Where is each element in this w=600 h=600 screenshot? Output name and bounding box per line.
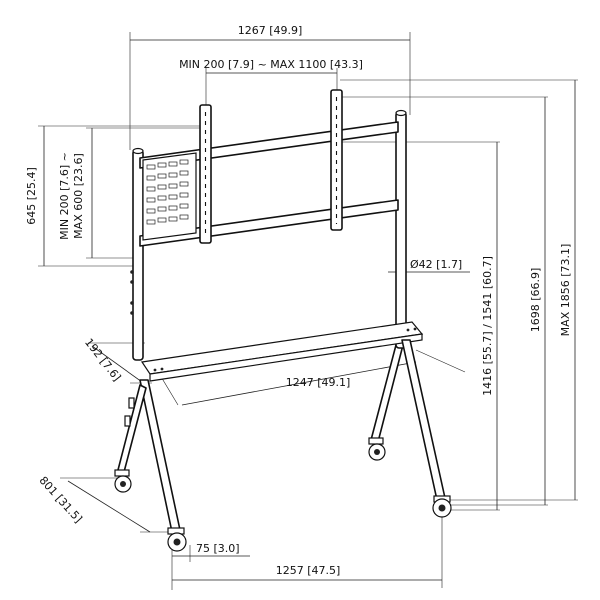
height-range-label: 1416 [55.7] / 1541 [60.7] bbox=[481, 256, 494, 396]
caster-back-right bbox=[368, 437, 386, 461]
caster-offset-label: 75 [3.0] bbox=[196, 542, 240, 555]
casters bbox=[114, 437, 452, 552]
overall-width-label: 1267 [49.9] bbox=[238, 24, 303, 37]
plate-height-label: 645 [25.4] bbox=[25, 167, 38, 225]
stand-frame bbox=[117, 89, 446, 533]
base-depth-label: 801 [31.5] bbox=[37, 474, 85, 525]
shelf-width-label: 1247 [49.1] bbox=[286, 376, 351, 389]
vesa-plate-holes bbox=[146, 159, 189, 225]
dimension-labels: 1267 [49.9] MIN 200 [7.9] ~ MAX 1100 [43… bbox=[25, 24, 572, 577]
caster-back-left bbox=[114, 469, 132, 493]
base-width-label: 1257 [47.5] bbox=[276, 564, 341, 577]
vesa-horizontal-label: MIN 200 [7.9] ~ MAX 1100 [43.3] bbox=[179, 58, 363, 71]
caster-front-right bbox=[432, 495, 452, 518]
vesa-vertical-label-1: MIN 200 [7.6] ~ bbox=[58, 152, 71, 240]
tube-diameter-label: Ø42 [1.7] bbox=[410, 258, 462, 271]
max-height-label: MAX 1856 [73.1] bbox=[559, 244, 572, 337]
top-height-label: 1698 [66.9] bbox=[529, 268, 542, 333]
caster-front-left bbox=[167, 527, 187, 552]
vesa-vertical-label-2: MAX 600 [23.6] bbox=[72, 153, 85, 239]
dimension-lines bbox=[38, 32, 578, 590]
